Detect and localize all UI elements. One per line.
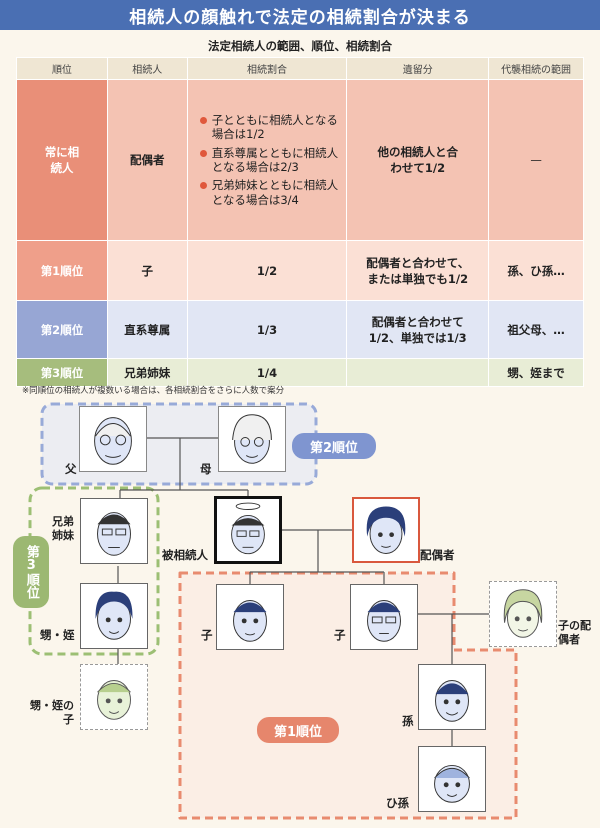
deceased-face bbox=[214, 496, 282, 564]
child2-face bbox=[350, 584, 418, 650]
substitute-cell: — bbox=[488, 79, 584, 241]
sibling-face bbox=[80, 498, 148, 564]
father-face bbox=[79, 406, 147, 472]
great-grandchild-face bbox=[418, 746, 486, 812]
rank3-text: 第3順位 bbox=[23, 545, 39, 599]
share-cell: 1/4 bbox=[186, 358, 348, 387]
share-cell: 1/3 bbox=[186, 300, 348, 359]
table-row: 第1順位 子 1/2 配偶者と合わせて、または単独でも1/2 孫、ひ孫… bbox=[16, 240, 584, 301]
table-row: 第3順位 兄弟姉妹 1/4 甥、姪まで bbox=[16, 358, 584, 387]
child-spouse-face bbox=[489, 581, 557, 647]
rank1-badge: 第1順位 bbox=[257, 717, 339, 743]
mother-label: 母 bbox=[200, 462, 212, 476]
substitute-cell: 甥、姪まで bbox=[488, 358, 584, 387]
heir-cell: 兄弟姉妹 bbox=[106, 358, 188, 387]
rank2-badge: 第2順位 bbox=[292, 433, 376, 459]
substitute-cell: 孫、ひ孫… bbox=[488, 240, 584, 301]
footnote: ※同順位の相続人が複数いる場合は、各相続割合をさらに人数で案分 bbox=[22, 386, 285, 396]
child1-label: 子 bbox=[201, 628, 213, 642]
mother-face bbox=[218, 406, 286, 472]
share-item: 直系尊属とともに相続人となる場合は2/3 bbox=[199, 146, 347, 175]
spouse-face bbox=[352, 497, 420, 563]
inheritance-table: 順位 相続人 相続割合 遺留分 代襲相続の範囲 常に相続人 配偶者 子とともに相… bbox=[16, 57, 584, 387]
child1-face bbox=[216, 584, 284, 650]
table-header-row: 順位 相続人 相続割合 遺留分 代襲相続の範囲 bbox=[16, 57, 584, 80]
rank3-badge: 第3順位 bbox=[13, 536, 49, 608]
rank-cell: 第1順位 bbox=[16, 240, 108, 301]
nephew-label: 甥・姪 bbox=[40, 628, 75, 642]
col-reserved: 遺留分 bbox=[346, 57, 490, 80]
col-share: 相続割合 bbox=[186, 57, 348, 80]
reserved-cell bbox=[346, 358, 490, 387]
rank-cell: 常に相続人 bbox=[16, 79, 108, 241]
deceased-label: 被相続人 bbox=[162, 548, 208, 562]
spouse-label: 配偶者 bbox=[420, 548, 455, 562]
reserved-cell: 他の相続人と合わせて1/2 bbox=[346, 79, 490, 241]
share-item: 兄弟姉妹とともに相続人となる場合は3/4 bbox=[199, 178, 347, 207]
table-row: 常に相続人 配偶者 子とともに相続人となる場合は1/2 直系尊属とともに相続人と… bbox=[16, 79, 584, 241]
share-cell: 子とともに相続人となる場合は1/2 直系尊属とともに相続人となる場合は2/3 兄… bbox=[186, 79, 348, 241]
page-title: 相続人の顔触れで法定の相続割合が決まる bbox=[0, 0, 600, 30]
rank-cell: 第2順位 bbox=[16, 300, 108, 359]
heir-cell: 子 bbox=[106, 240, 188, 301]
grandchild-face bbox=[418, 664, 486, 730]
share-cell: 1/2 bbox=[186, 240, 348, 301]
siblings-label: 兄弟姉妹 bbox=[52, 515, 74, 542]
table-row: 第2順位 直系尊属 1/3 配偶者と合わせて1/2、単独では1/3 祖父母、… bbox=[16, 300, 584, 359]
col-rank: 順位 bbox=[16, 57, 108, 80]
share-item: 子とともに相続人となる場合は1/2 bbox=[199, 113, 347, 142]
substitute-cell: 祖父母、… bbox=[488, 300, 584, 359]
rank-cell: 第3順位 bbox=[16, 358, 108, 387]
nephew-child-label: 甥・姪の子 bbox=[30, 699, 74, 726]
reserved-cell: 配偶者と合わせて1/2、単独では1/3 bbox=[346, 300, 490, 359]
heir-cell: 直系尊属 bbox=[106, 300, 188, 359]
child2-label: 子 bbox=[334, 628, 346, 642]
nephew-face bbox=[80, 583, 148, 649]
child-spouse-label: 子の配偶者 bbox=[558, 619, 591, 646]
father-label: 父 bbox=[65, 462, 77, 476]
heir-cell: 配偶者 bbox=[106, 79, 188, 241]
nephew-child-face bbox=[80, 664, 148, 730]
reserved-cell: 配偶者と合わせて、または単独でも1/2 bbox=[346, 240, 490, 301]
grandchild-label: 孫 bbox=[402, 714, 414, 728]
great-grandchild-label: ひ孫 bbox=[386, 796, 409, 810]
table-caption: 法定相続人の範囲、順位、相続割合 bbox=[208, 39, 392, 53]
